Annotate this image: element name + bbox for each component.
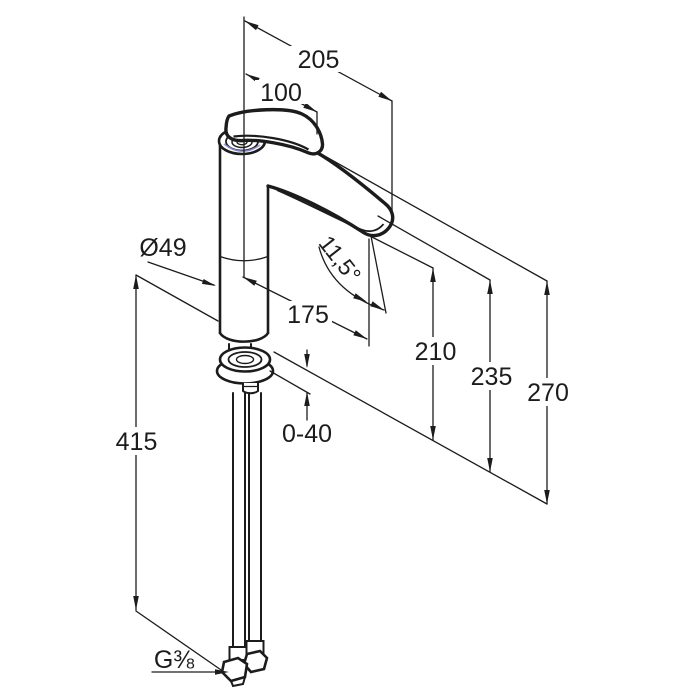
dim-415-arrow-top — [133, 275, 139, 289]
dim-235-arrow-top — [487, 280, 493, 294]
clamping-lower-plane-line — [269, 370, 311, 395]
thread-label: G⅜ — [154, 646, 194, 674]
dim-175-label: 175 — [287, 301, 329, 329]
dim-210-arrow-bottom — [430, 426, 436, 440]
angle-slant-line — [370, 235, 387, 314]
dim-270-arrow-top — [544, 281, 550, 295]
counter-plane-line-right — [273, 351, 548, 505]
extension-270-oblique — [320, 153, 548, 282]
dimension-0-40: 0-40 — [269, 349, 332, 448]
angle-arrow-inner — [353, 293, 367, 302]
dimension-235: 235 — [465, 279, 518, 473]
dimension-210: 210 — [409, 267, 462, 441]
extension-235-oblique — [377, 215, 491, 281]
dim-040-arrow-up — [304, 392, 310, 406]
dim-270-label-bg — [521, 378, 575, 406]
cap-accent-arc — [223, 143, 261, 153]
hose-hex-nut-front — [220, 656, 249, 683]
extension-210-oblique — [365, 233, 434, 269]
dimension-100: 100 — [245, 73, 318, 135]
flange-hole — [235, 354, 255, 365]
dim-175-arrow-right — [353, 330, 367, 339]
dimension-270: 270 — [521, 280, 575, 505]
dim-270-label: 270 — [527, 379, 569, 407]
diameter-label: Ø49 — [139, 234, 186, 262]
hex-nut-facet — [230, 676, 246, 688]
handle-inner-line — [233, 134, 310, 151]
dim-270-arrow-bottom — [544, 490, 550, 504]
angle-arrow-outer — [370, 301, 384, 310]
dim-175-label-bg — [284, 301, 332, 327]
dim-100-label-bg — [255, 80, 308, 104]
dimension-175: 175 — [242, 238, 370, 347]
dim-210-arrow-top — [430, 268, 436, 282]
dimension-thread: G⅜ — [151, 646, 229, 675]
dim-100-label: 100 — [260, 79, 302, 107]
dim-210-label-bg — [409, 337, 462, 365]
dim-235-arrow-bottom — [487, 458, 493, 472]
dim-205-label: 205 — [298, 46, 340, 74]
thread-leader-arrow — [215, 669, 229, 675]
dimension-205: 205 — [244, 20, 393, 220]
dim-210-label: 210 — [415, 338, 457, 366]
faucet-handle — [224, 107, 325, 156]
dimensions: 205 100 210 — [110, 16, 575, 675]
diameter-leader-arrow — [201, 279, 216, 286]
dim-205-arrow-right — [378, 91, 392, 101]
dimension-diameter: Ø49 — [139, 234, 216, 286]
mounting-stud — [242, 383, 259, 395]
dim-415-label: 415 — [116, 428, 158, 456]
spout-rim-line — [276, 189, 385, 233]
dim-235-label-bg — [465, 362, 518, 390]
dim-415-label-bg — [110, 427, 163, 455]
dim-040-arrow-down — [304, 354, 310, 368]
faucet-body-bottom — [218, 331, 270, 343]
faucet — [215, 107, 395, 688]
counter-plane-line-left — [135, 274, 219, 322]
dimension-415: 415 — [110, 274, 225, 673]
dim-205-arrow-left — [245, 21, 259, 31]
hose-end-reference-line — [135, 610, 225, 673]
dim-175-arrow-left — [243, 277, 257, 286]
dim-040-label: 0-40 — [282, 420, 332, 448]
dim-235-label: 235 — [471, 363, 513, 391]
dim-100-arrow-right — [303, 102, 317, 112]
spout-top-edge — [314, 150, 395, 238]
dim-415-arrow-bottom — [133, 596, 139, 610]
spout-fill — [268, 146, 393, 236]
dim-205-label-bg — [290, 46, 347, 72]
angle-label: 11,5° — [314, 230, 367, 287]
